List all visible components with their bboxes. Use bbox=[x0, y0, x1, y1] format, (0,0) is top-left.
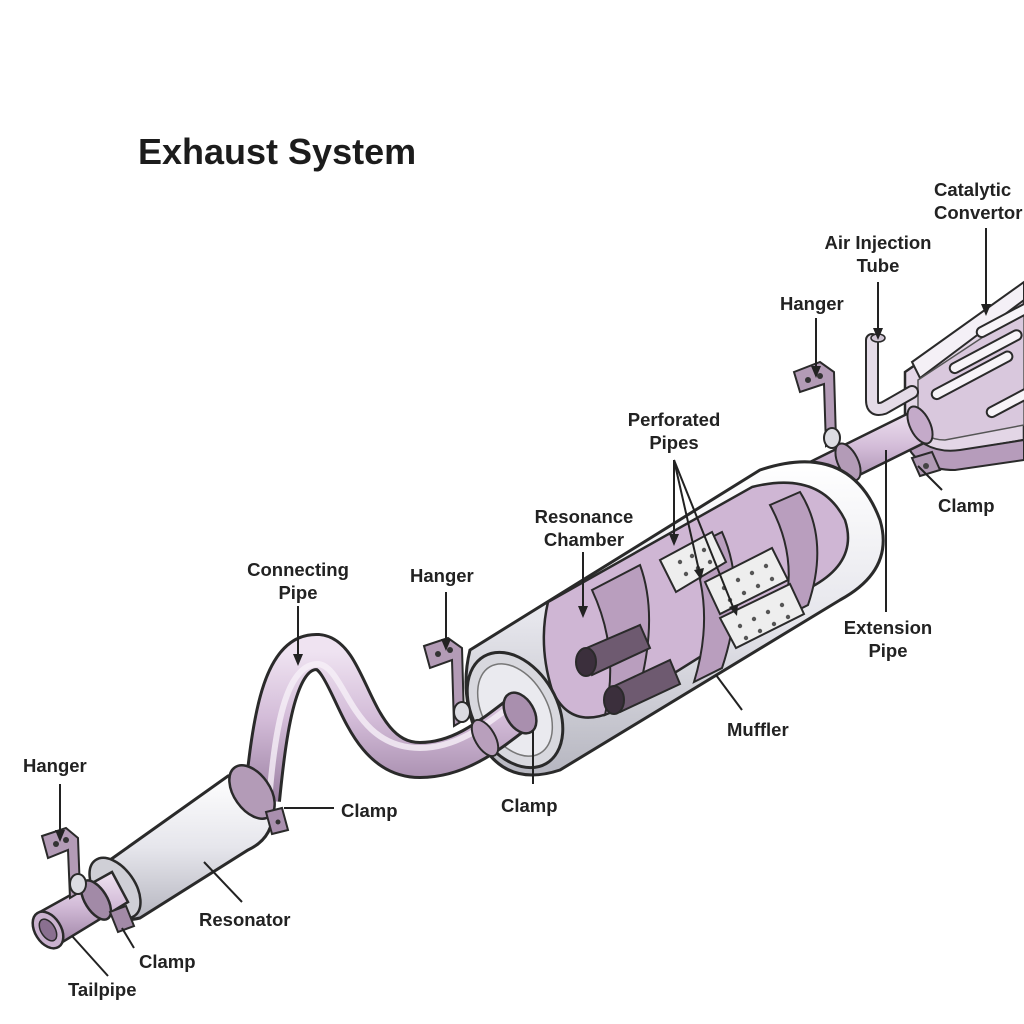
clamp-catalytic bbox=[910, 450, 942, 478]
hanger-left bbox=[40, 826, 87, 900]
hanger-middle bbox=[422, 636, 471, 728]
clamp-connecting bbox=[264, 806, 290, 836]
leader-arrowheads bbox=[55, 304, 991, 842]
label-muffler: Muffler bbox=[727, 719, 789, 740]
tailpipe bbox=[31, 870, 130, 950]
label-hanger-top: Hanger bbox=[780, 293, 844, 314]
label-resonance-chamber: Resonance Chamber bbox=[534, 506, 634, 550]
hanger-top bbox=[792, 360, 841, 449]
label-resonator: Resonator bbox=[199, 909, 291, 930]
label-connecting-pipe: Connecting Pipe bbox=[247, 559, 349, 603]
label-catalytic-convertor: Catalytic Convertor bbox=[934, 179, 1023, 223]
leader-lines bbox=[59, 228, 987, 977]
label-tailpipe: Tailpipe bbox=[68, 979, 137, 1000]
label-extension-pipe: Extension Pipe bbox=[843, 617, 933, 661]
diagram-title: Exhaust System bbox=[138, 131, 417, 172]
label-clamp-catalytic: Clamp bbox=[938, 495, 995, 516]
label-clamp-muffler: Clamp bbox=[501, 795, 558, 816]
label-perforated-pipes: Perforated Pipes bbox=[627, 409, 721, 453]
catalytic-convertor bbox=[903, 280, 1024, 472]
clamp-muffler bbox=[470, 691, 538, 758]
label-hanger-left: Hanger bbox=[23, 755, 87, 776]
resonance-chamber-pipes bbox=[575, 623, 682, 715]
label-clamp-connecting: Clamp bbox=[341, 800, 398, 821]
label-air-injection-tube: Air Injection Tube bbox=[824, 232, 932, 276]
label-clamp-tailpipe: Clamp bbox=[139, 951, 196, 972]
connecting-pipe bbox=[243, 633, 532, 802]
label-hanger-middle: Hanger bbox=[410, 565, 474, 586]
